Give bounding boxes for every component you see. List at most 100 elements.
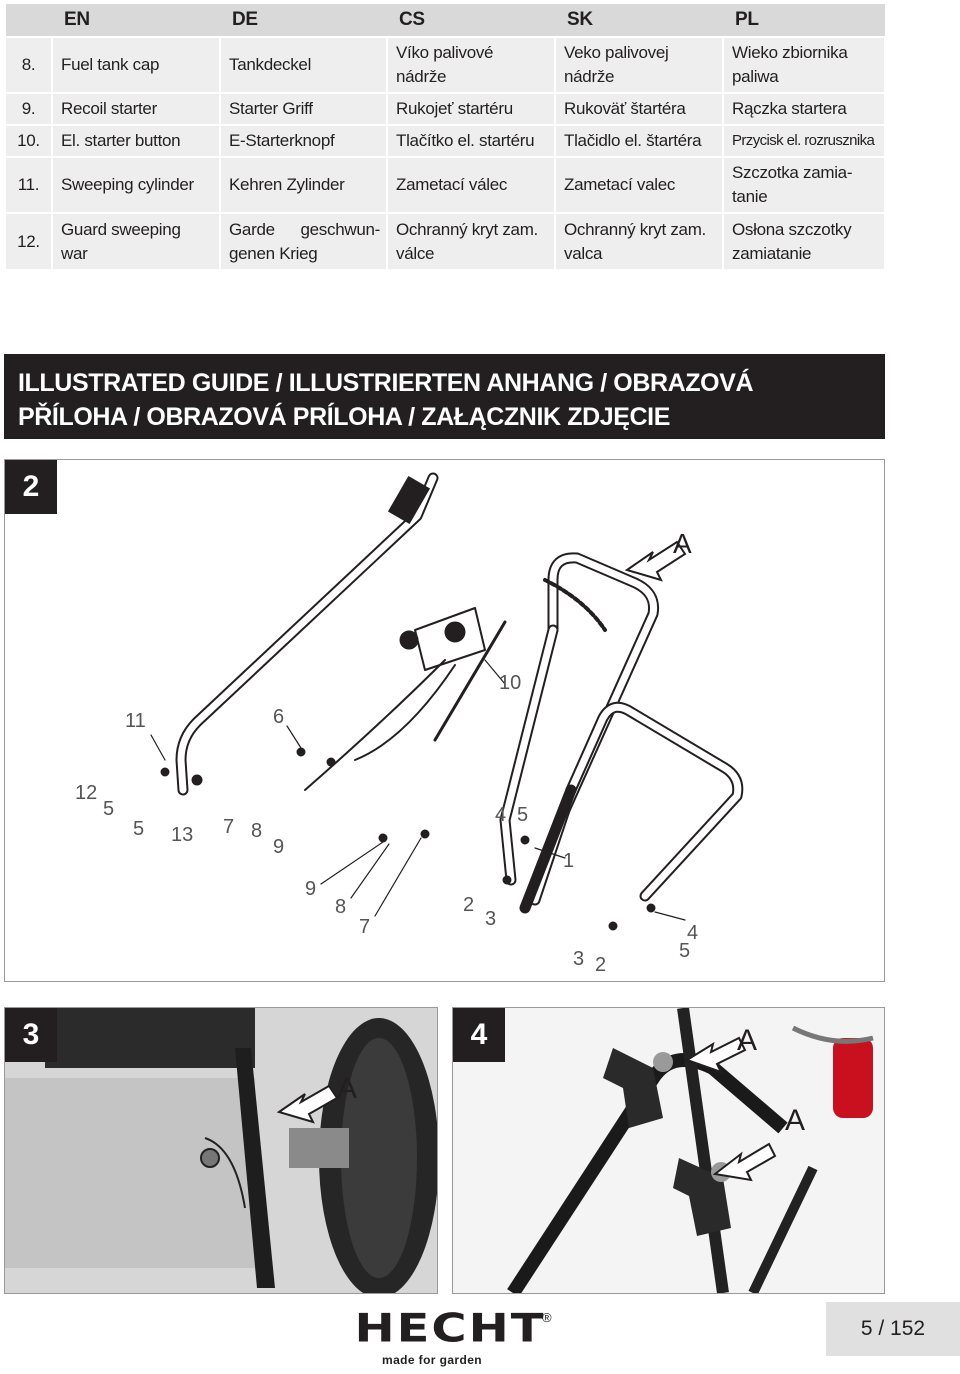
callout-number: 5 <box>517 804 529 826</box>
cell-word: Garde <box>229 219 275 239</box>
nut <box>191 774 203 786</box>
cell-en: El. starter button <box>52 124 221 157</box>
cell-line: nádrže <box>396 67 447 86</box>
axle <box>289 1128 349 1168</box>
cell-en: Recoil starter <box>52 92 221 125</box>
cell-line: tanie <box>732 187 768 206</box>
table-row: 10. El. starter button E-Starterknopf Tl… <box>6 124 886 157</box>
row-number: 8. <box>6 36 53 93</box>
banner-line: ILLUSTRATED GUIDE / ILLUSTRIERTEN ANHANG… <box>18 369 754 397</box>
leader-line <box>286 725 302 749</box>
lower-left-leg <box>519 784 577 914</box>
hecht-logo: HECHT ® made for garden <box>352 1308 562 1370</box>
callout-number: 6 <box>273 706 285 728</box>
table-row: 11. Sweeping cylinder Kehren Zylinder Za… <box>6 156 886 213</box>
cell-line: Szczotka zamia- <box>732 163 853 182</box>
arrow-icon <box>684 1036 747 1074</box>
cell-line: nádrže <box>564 67 615 86</box>
arrow-label: A <box>337 1072 358 1105</box>
throttle-knob <box>399 630 419 650</box>
leader-line <box>150 734 166 761</box>
cell-line: valca <box>564 243 603 263</box>
arrow-label: A <box>673 528 692 559</box>
callout-number: 4 <box>687 922 699 944</box>
cell-pl: Przycisk el. rozrusznika <box>723 124 886 157</box>
cell-sk: Ochranný kryt zam. valca <box>555 212 724 269</box>
header-en: EN <box>52 4 220 38</box>
bolt <box>296 747 306 757</box>
bolt <box>646 903 656 913</box>
bolt <box>378 833 388 843</box>
engine-cover <box>45 1008 255 1068</box>
leader-line <box>350 843 390 899</box>
cable <box>304 659 446 791</box>
bolt <box>653 1052 673 1072</box>
cell-en: Fuel tank cap <box>52 36 221 93</box>
brand-name: HECHT <box>354 1305 546 1352</box>
nut <box>608 921 618 931</box>
table-row: 9. Recoil starter Starter Griff Rukojeť … <box>6 92 886 125</box>
cell-line: Osłona szczotky <box>732 219 852 239</box>
bolt <box>520 835 530 845</box>
callout-number: 3 <box>573 948 585 970</box>
callout-number: 7 <box>223 816 235 838</box>
callout-number: 9 <box>305 878 317 900</box>
wheel-photo <box>5 1008 437 1293</box>
cell-line: Víko palivové <box>396 43 494 62</box>
handle-tube <box>748 1165 818 1293</box>
leader-line <box>320 841 384 885</box>
cell-de: Starter Griff <box>220 92 388 125</box>
upper-u-handle-inner <box>531 554 658 904</box>
bolt <box>160 767 170 777</box>
cable <box>791 1025 874 1044</box>
callout-number: 2 <box>595 954 607 976</box>
handle-grip <box>388 476 430 524</box>
cell-sk: Rukoväť štartéra <box>555 92 724 125</box>
cell-pl: Rączka startera <box>723 92 886 125</box>
figure-2-handle-assembly: 2 A 11 6 10 12 5 5 13 7 8 9 9 8 7 4 5 2 … <box>4 459 885 982</box>
callout-number: 5 <box>679 940 691 962</box>
cell-line: Ochranný kryt zam. <box>564 219 706 239</box>
header-de: DE <box>220 4 387 38</box>
cell-line: Veko palivovej <box>564 43 669 62</box>
cell-cs: Zametací válec <box>387 156 556 213</box>
left-handle-bar-inner <box>177 474 437 794</box>
arrow-icon <box>276 1084 339 1124</box>
callout-number: 2 <box>463 894 475 916</box>
callout-number: 8 <box>251 820 263 842</box>
cell-sk: Veko palivovej nádrže <box>555 36 724 93</box>
cell-line: Guard sweeping <box>61 219 181 239</box>
cell-de: Kehren Zylinder <box>220 156 388 213</box>
row-number: 9. <box>6 92 53 125</box>
clamp-lever <box>603 1048 663 1128</box>
table-header-row: EN DE CS SK PL <box>6 4 885 38</box>
row-number: 12. <box>6 212 53 269</box>
figure-number: 4 <box>453 1008 505 1062</box>
header-pl: PL <box>723 4 885 38</box>
leader-line <box>484 659 506 685</box>
callout-number: 5 <box>133 818 145 840</box>
cell-pl: Szczotka zamia-tanie <box>723 156 886 213</box>
cable <box>204 1137 246 1209</box>
cell-line: válce <box>396 243 435 263</box>
brand-tagline: made for garden <box>382 1353 483 1367</box>
header-cs: CS <box>387 4 555 38</box>
clamp-photo <box>453 1008 884 1293</box>
cell-cs: Rukojeť startéru <box>387 92 556 125</box>
callout-number: 12 <box>75 782 98 804</box>
row-number: 11. <box>6 156 53 213</box>
callout-number: 5 <box>103 798 115 820</box>
registered-mark: ® <box>542 1310 552 1325</box>
nut <box>502 875 512 885</box>
arrow-icon <box>624 540 687 582</box>
upper-left-leg-inner <box>501 626 557 884</box>
cell-line: genen Krieg <box>229 243 318 263</box>
handle-bracket <box>235 1048 275 1288</box>
cell-line: Ochranný kryt zam. <box>396 219 538 239</box>
control-knob <box>444 621 466 643</box>
nut <box>420 829 430 839</box>
machine-body <box>5 1078 255 1268</box>
handle-tube <box>677 1008 729 1293</box>
